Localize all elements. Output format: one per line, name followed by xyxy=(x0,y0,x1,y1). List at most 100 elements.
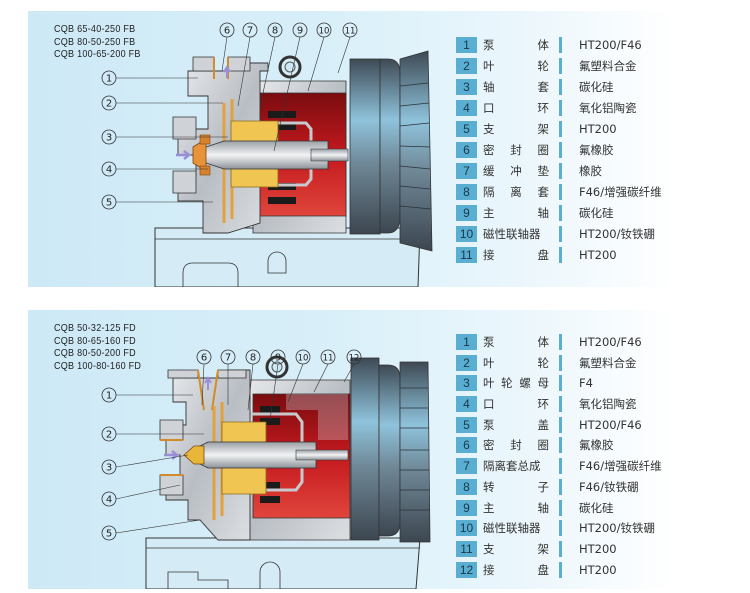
svg-text:5: 5 xyxy=(106,529,112,540)
svg-text:9: 9 xyxy=(275,353,281,364)
part-name: 泵体 xyxy=(483,335,549,349)
divider xyxy=(559,375,562,392)
svg-text:7: 7 xyxy=(247,26,253,37)
pump-panel-fd: CQB 50-32-125 FD CQB 80-65-160 FD CQB 80… xyxy=(28,310,676,589)
base-frame xyxy=(145,537,421,589)
part-name: 接盘 xyxy=(483,562,549,577)
part-number-badge: 1 xyxy=(456,334,477,350)
divider xyxy=(559,226,562,242)
callout-3: 3 xyxy=(101,454,189,475)
model-name: CQB 100-80-160 FD xyxy=(54,359,142,372)
part-name: 叶轮 xyxy=(483,355,549,370)
top-callouts: 6 7 8 9 10 11 xyxy=(219,22,358,152)
callout-2: 2 xyxy=(101,426,204,442)
part-number-badge: 9 xyxy=(456,205,477,221)
part-name: 泵盖 xyxy=(483,417,549,432)
callout-7: 7 xyxy=(220,349,236,405)
svg-text:7: 7 xyxy=(225,353,231,364)
part-name: 泵体 xyxy=(483,38,549,52)
svg-text:1: 1 xyxy=(106,391,112,402)
callout-6: 6 xyxy=(196,349,212,406)
part-material: F4 xyxy=(579,376,593,391)
callout-10: 10 xyxy=(287,349,311,403)
part-name: 口环 xyxy=(483,101,549,115)
part-material: 氧化铝陶瓷 xyxy=(579,397,637,412)
callout-8: 8 xyxy=(245,349,261,411)
part-material: 碳化硅 xyxy=(579,206,614,220)
left-callouts: 1 2 3 4 5 xyxy=(101,70,228,210)
divider xyxy=(559,561,562,578)
parts-row: 3 轴套 碳化硅 xyxy=(456,77,696,98)
divider xyxy=(559,79,562,95)
divider xyxy=(559,37,562,53)
part-number-badge: 11 xyxy=(456,540,477,557)
callout-11: 11 xyxy=(337,22,358,74)
divider xyxy=(559,184,562,200)
part-number-badge: 4 xyxy=(456,396,477,413)
svg-text:8: 8 xyxy=(250,353,256,364)
divider xyxy=(559,142,562,158)
part-name: 叶轮螺母 xyxy=(483,376,549,391)
part-number-badge: 10 xyxy=(456,226,477,242)
divider xyxy=(559,458,562,475)
part-number-badge: 2 xyxy=(456,354,477,371)
callout-1: 1 xyxy=(101,387,193,403)
part-name: 支架 xyxy=(483,122,549,136)
part-number-badge: 3 xyxy=(456,79,477,95)
parts-row: 4 口环 氧化铝陶瓷 xyxy=(456,394,696,415)
part-material: HT200/F46 xyxy=(579,335,642,349)
part-name: 接盘 xyxy=(483,248,549,262)
part-name: 隔离套总成 xyxy=(483,459,541,474)
impeller-nut xyxy=(183,445,205,465)
part-number-badge: 2 xyxy=(456,58,477,74)
part-number-badge: 8 xyxy=(456,478,477,495)
part-number-badge: 5 xyxy=(456,416,477,433)
part-material: HT200/钕铁硼 xyxy=(579,521,655,536)
part-name: 密封圈 xyxy=(483,438,549,453)
model-list: CQB 65-40-250 FB CQB 80-50-250 FB CQB 10… xyxy=(54,23,141,61)
motor-flange xyxy=(350,357,380,541)
part-number-badge: 7 xyxy=(456,458,477,475)
part-material: 氟塑料合金 xyxy=(579,59,637,73)
base-frame xyxy=(154,227,421,287)
callout-10: 10 xyxy=(307,22,332,92)
part-material: F46/增强碳纤维 xyxy=(579,185,662,199)
svg-text:4: 4 xyxy=(106,165,112,176)
svg-text:6: 6 xyxy=(224,26,230,37)
callout-12: 12 xyxy=(343,349,362,383)
svg-text:11: 11 xyxy=(323,354,334,364)
part-material: 碳化硅 xyxy=(579,80,614,94)
part-material: F46/增强碳纤维 xyxy=(579,459,662,474)
part-name: 轴套 xyxy=(483,80,549,94)
svg-text:2: 2 xyxy=(106,430,112,441)
part-number-badge: 11 xyxy=(456,247,477,263)
divider xyxy=(559,205,562,221)
divider xyxy=(559,121,562,137)
divider xyxy=(559,163,562,179)
part-name: 口环 xyxy=(483,397,549,412)
callout-11: 11 xyxy=(313,349,336,393)
divider xyxy=(559,396,562,413)
callout-9: 9 xyxy=(269,349,286,421)
svg-text:9: 9 xyxy=(297,26,303,37)
part-number-badge: 10 xyxy=(456,520,477,537)
svg-text:2: 2 xyxy=(106,99,112,110)
model-name: CQB 50-32-125 FD xyxy=(54,322,136,334)
part-material: 橡胶 xyxy=(579,164,602,178)
callout-2: 2 xyxy=(101,95,223,111)
svg-text:10: 10 xyxy=(319,27,330,37)
svg-text:12: 12 xyxy=(349,354,360,364)
